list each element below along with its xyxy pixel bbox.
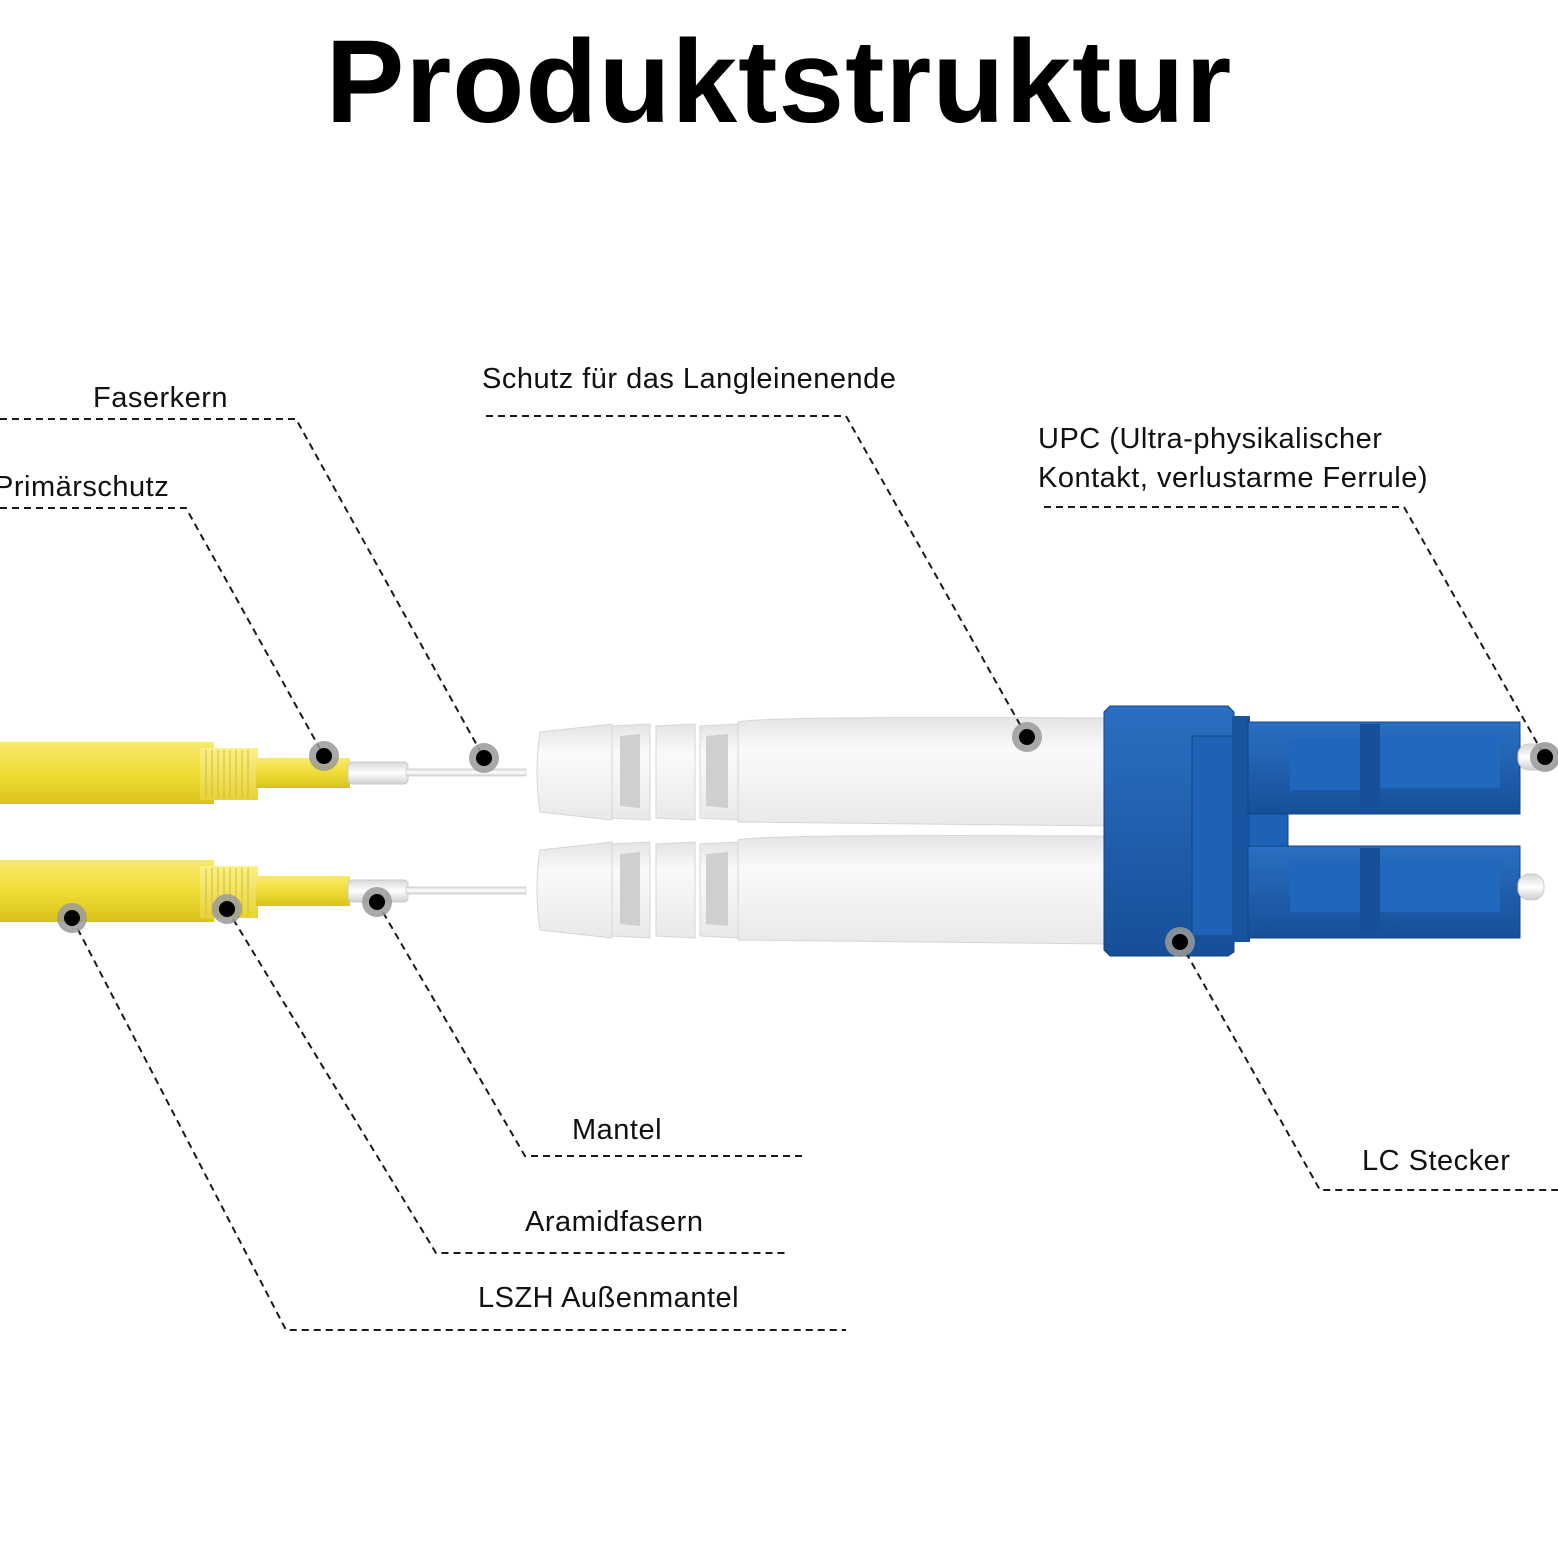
label-faserkern: Faserkern — [93, 382, 228, 414]
label-mantel: Mantel — [572, 1114, 662, 1146]
upper-aramid-section — [200, 748, 258, 800]
marker-schutz — [1012, 722, 1042, 752]
upper-lszh-jacket — [0, 742, 214, 804]
leader-primaerschutz — [0, 507, 325, 757]
marker-upc — [1530, 742, 1558, 772]
marker-dots — [57, 722, 1558, 957]
label-upc-line2: Kontakt, verlustarme Ferrule) — [1038, 462, 1428, 494]
lc-connector — [1103, 705, 1558, 957]
label-aramid: Aramidfasern — [525, 1206, 703, 1238]
upper-cladding — [347, 761, 409, 785]
marker-aramid — [212, 894, 242, 924]
leader-upc — [1044, 506, 1546, 758]
page-title: Produktstruktur — [325, 16, 1233, 148]
upper-aramid-texture — [205, 750, 249, 798]
marker-lc — [1165, 927, 1195, 957]
leader-lines — [0, 415, 1558, 1331]
marker-lszh — [57, 903, 87, 933]
leader-faserkern — [0, 418, 485, 759]
label-upc-line1: UPC (Ultra-physikalischer — [1038, 423, 1382, 455]
lower-lszh-jacket — [0, 860, 214, 922]
leader-aramid — [226, 908, 786, 1254]
leader-lszh — [71, 917, 846, 1331]
marker-primaerschutz — [309, 741, 339, 771]
leader-schutz — [486, 415, 1028, 738]
lower-boot — [536, 835, 1111, 945]
upper-fiber-core — [405, 768, 527, 777]
label-schutz: Schutz für das Langleinenende — [482, 363, 896, 395]
label-lszh: LSZH Außenmantel — [478, 1282, 739, 1314]
label-lc: LC Stecker — [1362, 1145, 1510, 1177]
label-primaerschutz: Primärschutz — [0, 471, 169, 503]
lower-ferrule — [1517, 873, 1545, 901]
leader-mantel — [376, 901, 806, 1157]
marker-mantel — [362, 887, 392, 917]
labels: Faserkern Primärschutz Schutz für das La… — [0, 363, 1510, 1314]
upper-cable — [0, 742, 527, 804]
marker-faserkern — [469, 743, 499, 773]
lower-fiber-core — [405, 886, 527, 895]
lower-primary-buffer — [256, 876, 350, 906]
